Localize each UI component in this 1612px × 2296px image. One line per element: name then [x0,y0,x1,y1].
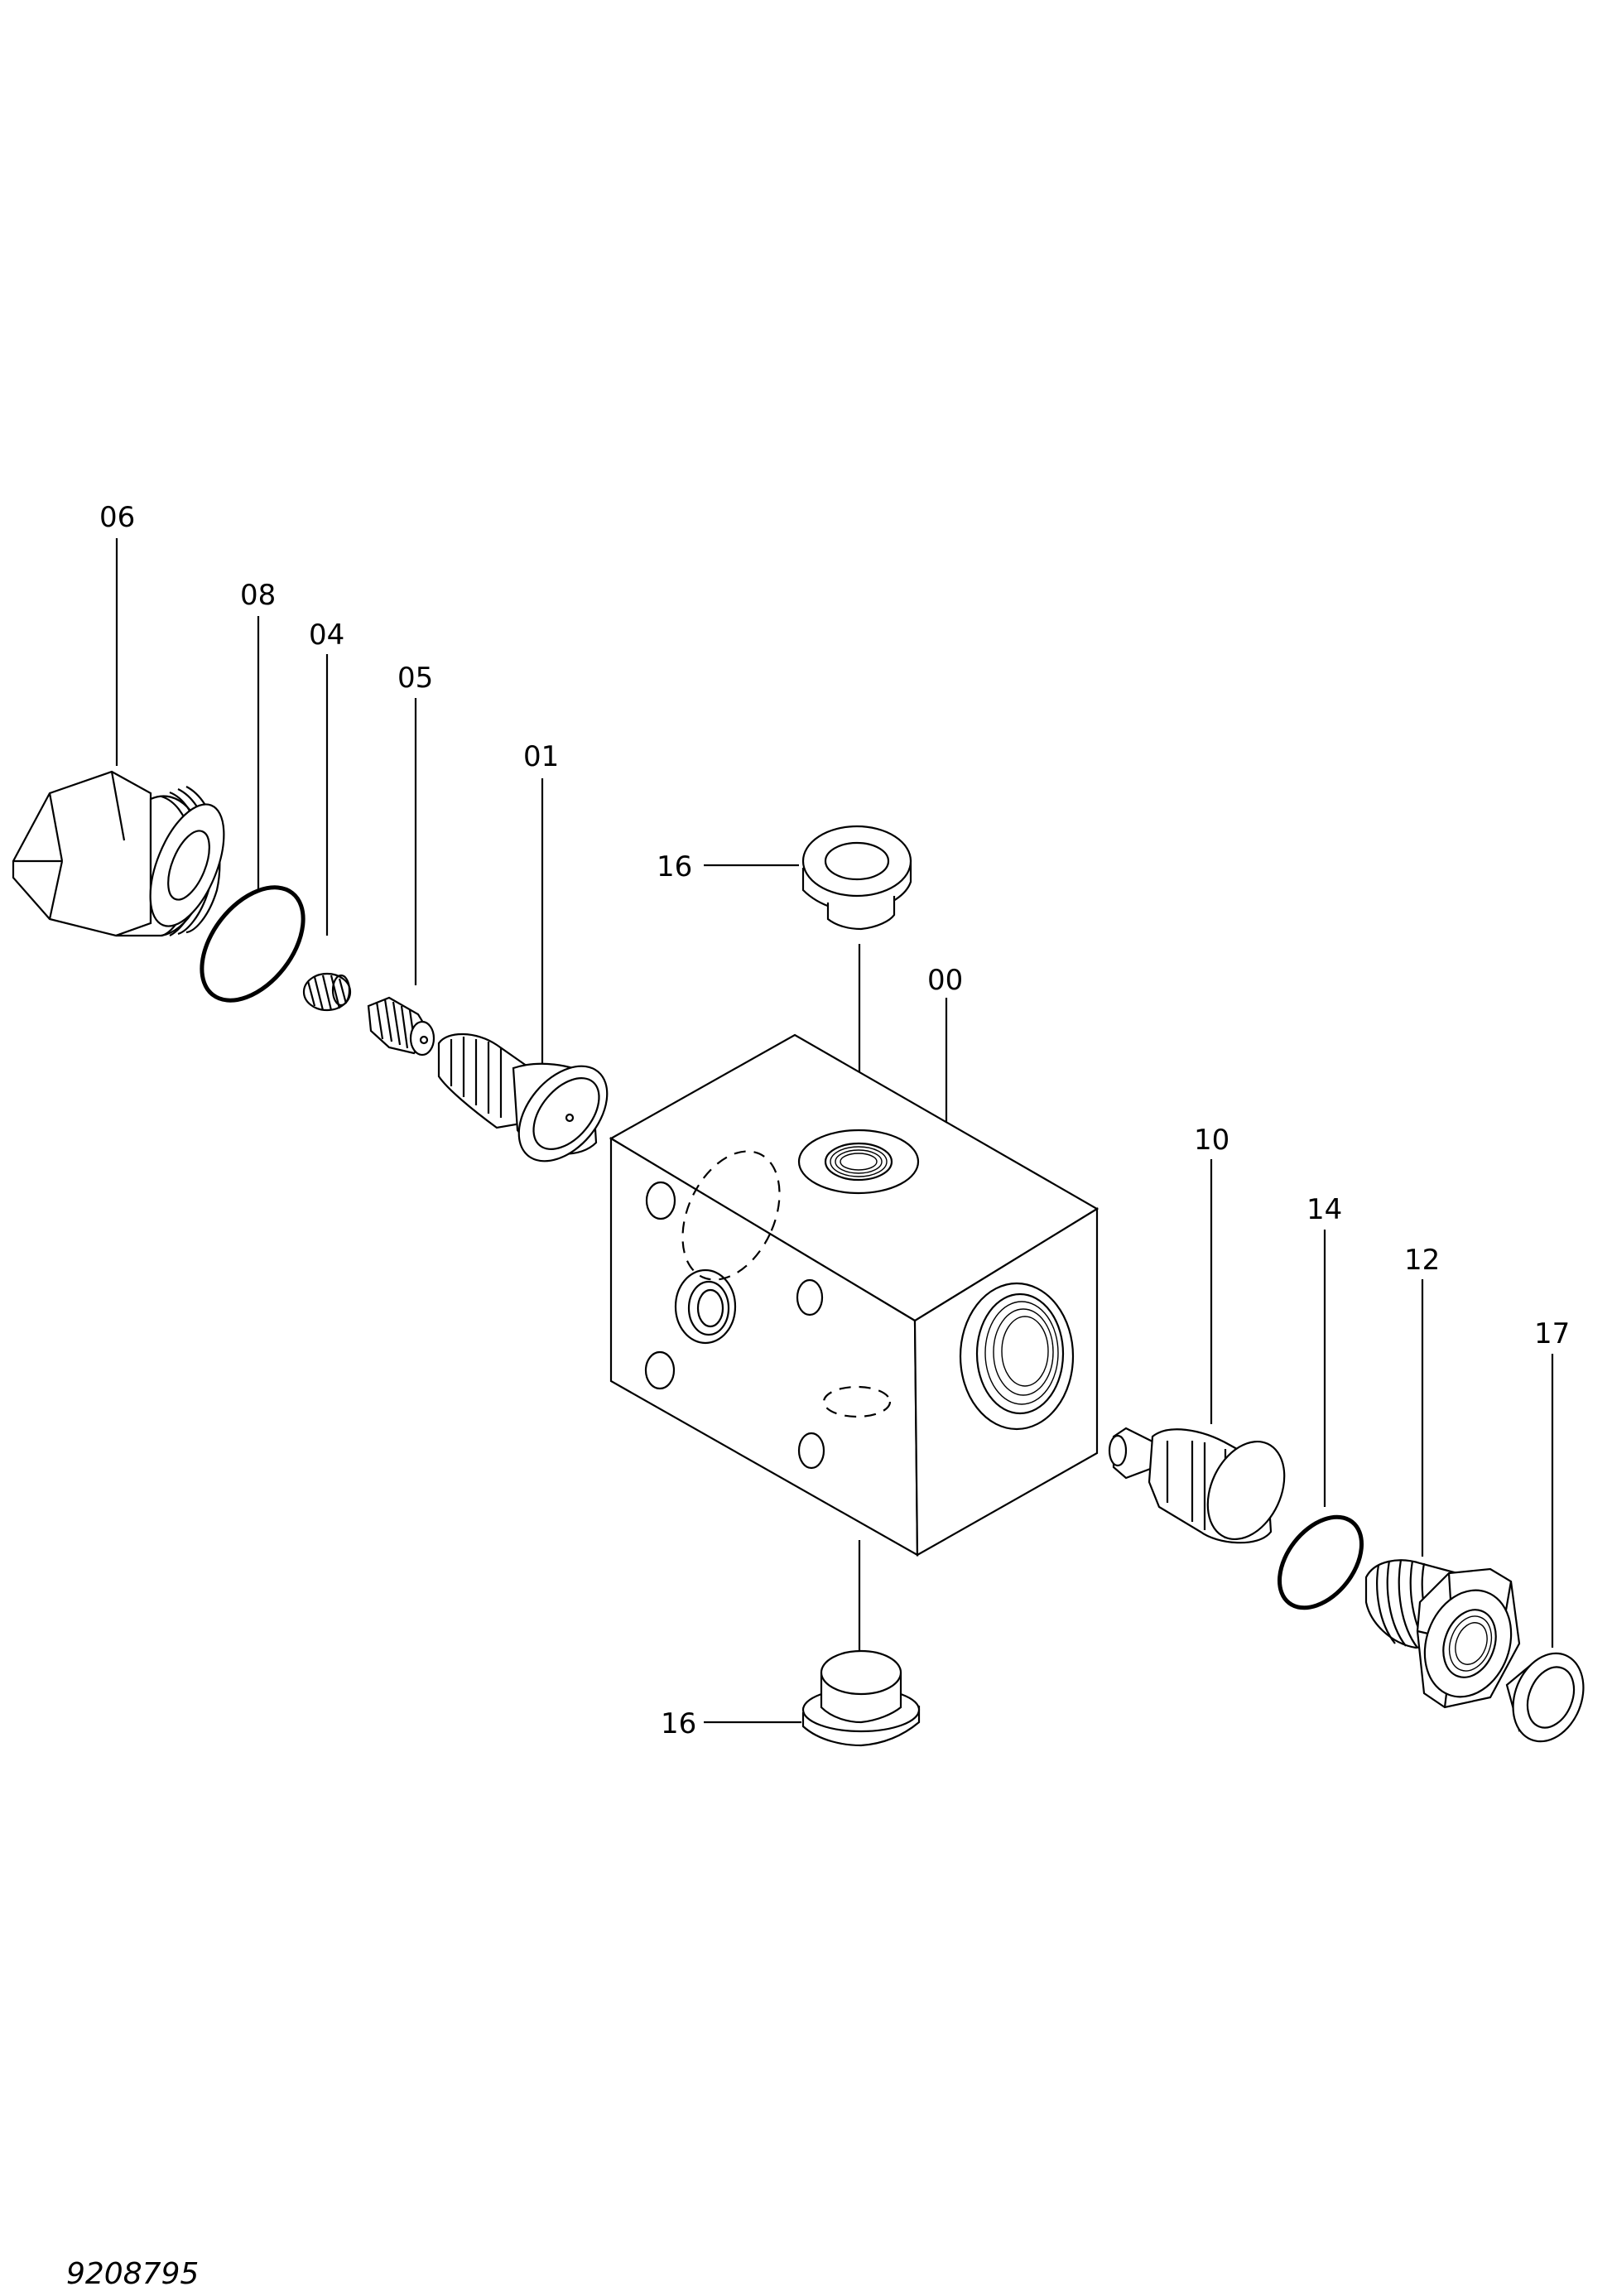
adapter-12 [1364,1559,1521,1709]
drawing-number: 9208795 [66,2257,199,2291]
label-00: 00 [927,964,963,997]
label-17: 17 [1534,1317,1570,1350]
label-05: 05 [397,662,433,695]
poppet-05 [367,996,435,1057]
label-06: 06 [99,501,135,534]
piston-10 [1108,1427,1286,1544]
label-10: 10 [1194,1124,1229,1157]
oring-14 [1277,1514,1364,1610]
label-12: 12 [1404,1244,1440,1277]
spring-04 [302,972,352,1012]
part-labels: 06 08 04 05 01 16 00 10 14 12 17 16 [99,501,1570,1740]
label-16-bottom: 16 [661,1707,696,1740]
plug-16-bottom [801,1649,921,1747]
label-01: 01 [523,740,559,773]
label-16-top: 16 [657,850,692,883]
label-08: 08 [240,579,276,612]
spool-01 [437,1032,609,1162]
cap-16-top [801,825,912,931]
plug-06 [12,770,225,937]
oring-08 [200,885,306,1003]
plug-17 [1505,1652,1585,1743]
label-04: 04 [309,619,344,652]
valve-body-00 [609,1033,1100,1557]
label-14: 14 [1306,1193,1342,1226]
